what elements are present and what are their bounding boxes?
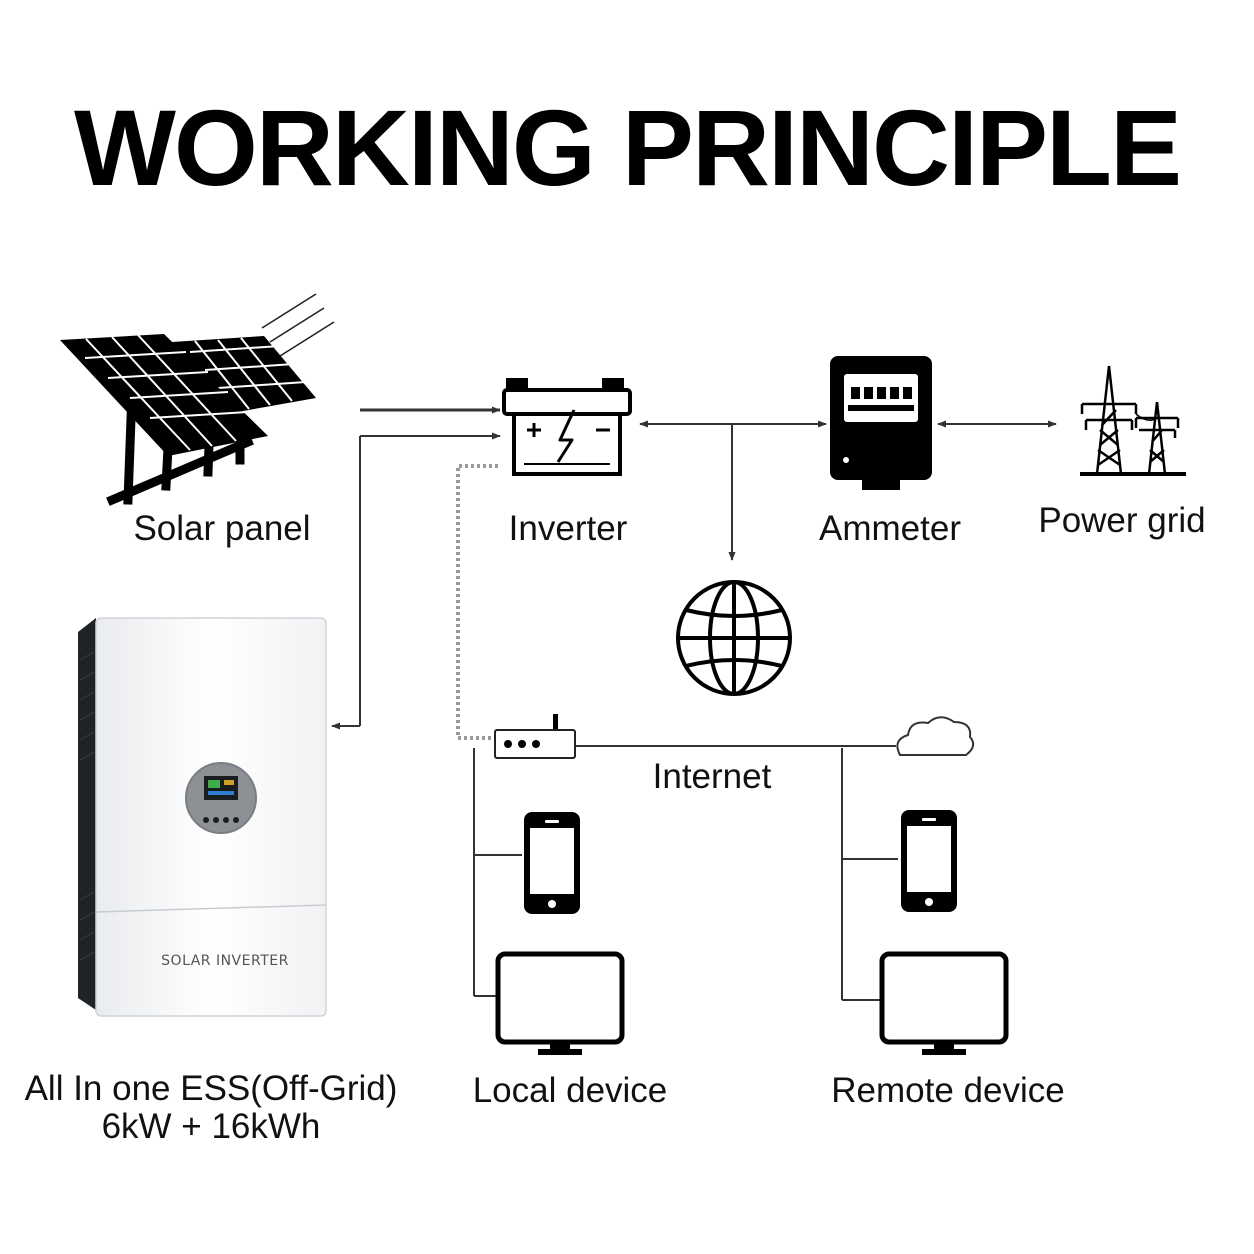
product-front-text: SOLAR INVERTER [161,953,289,969]
phone-icon [524,812,580,914]
solar-panel-icon [60,334,316,506]
page-title: WORKING PRINCIPLE [74,87,1180,208]
ammeter-label: Ammeter [819,509,961,548]
internet-label: Internet [653,757,772,796]
remote-device-label: Remote device [831,1071,1064,1110]
sun-rays-icon [261,293,335,357]
monitor-icon [879,951,1009,1055]
ammeter-icon [830,356,932,490]
phone-icon [901,810,957,912]
local-device-label: Local device [473,1071,668,1110]
globe-icon [676,580,792,696]
ess-product-image: SOLAR INVERTER [78,617,327,1017]
monitor-icon [495,951,625,1055]
cloud-icon [896,716,975,756]
ess-label-line2: 6kW + 16kWh [102,1107,321,1146]
power-grid-label: Power grid [1038,501,1205,540]
inverter-label: Inverter [509,509,628,548]
ess-label-line1: All In one ESS(Off-Grid) [25,1069,398,1108]
solar-panel-label: Solar panel [133,509,310,548]
connection-lines [331,406,1057,1001]
router-icon [494,714,576,759]
power-tower-icon [1080,365,1186,476]
battery-inverter-icon [502,378,632,476]
